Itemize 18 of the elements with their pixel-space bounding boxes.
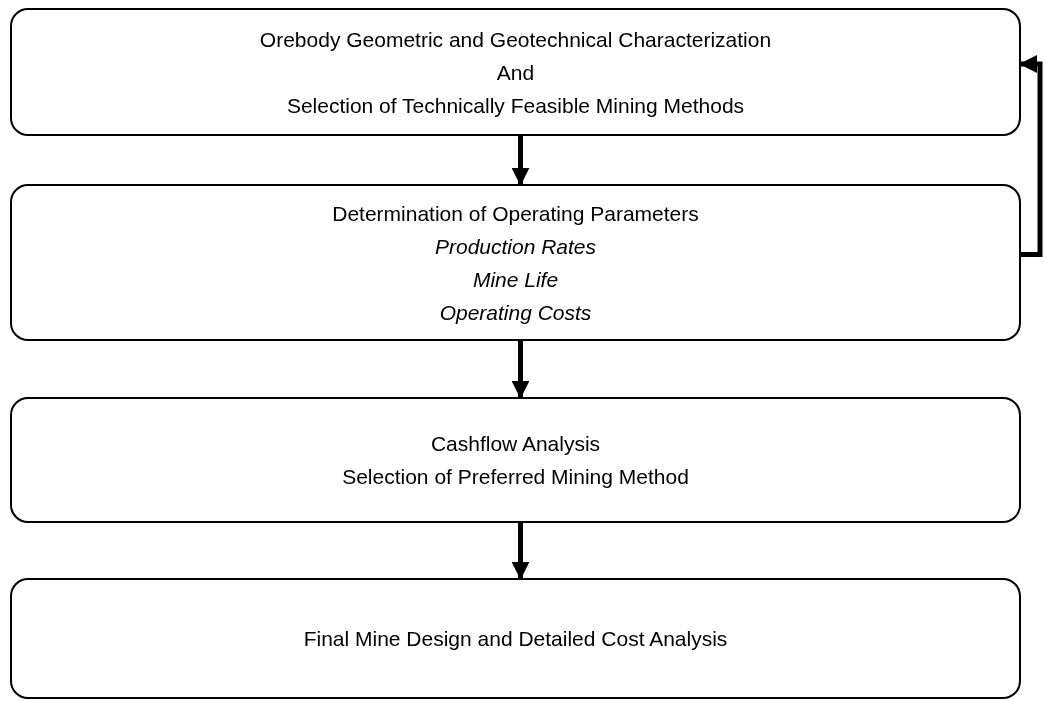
box-text: Orebody Geometric and Geotechnical Characterization <box>259 26 772 53</box>
box-text: Cashflow Analysis <box>430 431 601 457</box>
arrow <box>1019 55 1043 257</box>
box-text: Selection of Technically Feasible Mining Methods <box>286 92 745 119</box>
arrow <box>511 136 530 186</box>
box-text: Operating Costs <box>439 299 592 326</box>
process-box <box>10 397 1021 523</box>
box-text: Selection of Preferred Mining Method <box>342 464 689 490</box>
process-box <box>10 578 1021 699</box>
process-box <box>10 8 1021 136</box>
box-text: Final Mine Design and Detailed Cost Analysis <box>303 626 728 652</box>
process-box <box>10 184 1021 341</box>
arrow <box>511 341 530 399</box>
arrow <box>511 523 530 580</box>
box-text: Mine Life <box>472 266 559 293</box>
box-text: Production Rates <box>434 233 597 260</box>
box-text: And <box>496 59 535 86</box>
box-text: Determination of Operating Parameters <box>332 200 699 227</box>
